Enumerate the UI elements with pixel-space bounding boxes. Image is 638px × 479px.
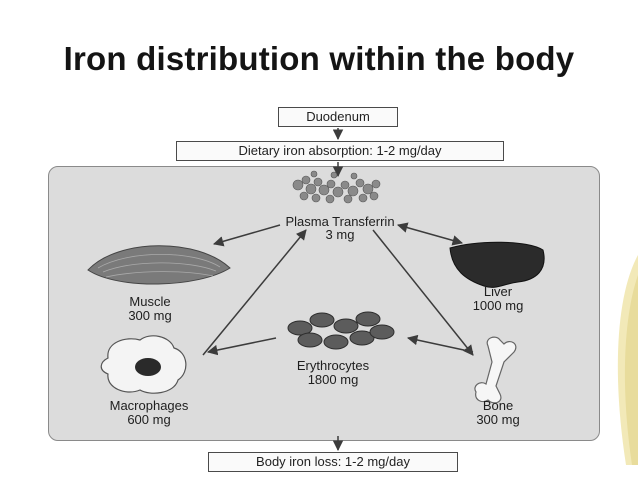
decorative-swoosh bbox=[617, 255, 638, 465]
erythrocytes-icon bbox=[287, 311, 395, 350]
arrow-transferrin-to-muscle bbox=[212, 224, 281, 247]
duodenum-box: Duodenum bbox=[278, 107, 398, 127]
macrophage-icon bbox=[100, 335, 187, 394]
arrow-transferrin-liver bbox=[396, 222, 464, 246]
bone-name: Bone bbox=[482, 398, 514, 413]
bone-amount: 300 mg bbox=[476, 412, 520, 427]
macrophages-name: Macrophages bbox=[109, 398, 189, 413]
transferrin-name: Plasma Transferrin bbox=[285, 214, 395, 229]
liver-name: Liver bbox=[483, 284, 513, 299]
transferrin-molecule-icon bbox=[292, 170, 381, 204]
arrow-macrophages-to-transferrin bbox=[202, 229, 307, 356]
liver-amount: 1000 mg bbox=[472, 298, 524, 313]
erythrocytes-amount: 1800 mg bbox=[307, 372, 359, 387]
erythrocytes-name: Erythrocytes bbox=[296, 358, 370, 373]
liver-icon bbox=[449, 241, 545, 288]
macrophages-amount: 600 mg bbox=[127, 412, 171, 427]
muscle-icon bbox=[87, 245, 231, 285]
muscle-amount: 300 mg bbox=[128, 308, 172, 323]
iron-loss-box: Body iron loss: 1-2 mg/day bbox=[208, 452, 458, 472]
diagram-graphics bbox=[87, 128, 545, 452]
muscle-name: Muscle bbox=[129, 294, 171, 309]
arrow-erythrocytes-to-macrophages bbox=[206, 337, 277, 356]
bone-icon bbox=[474, 336, 517, 404]
body-compartment-panel bbox=[48, 166, 600, 441]
arrow-bone-to-erythrocytes bbox=[406, 334, 474, 353]
iron-distribution-diagram: Duodenum Dietary iron absorption: 1-2 mg… bbox=[48, 100, 608, 479]
transferrin-amount: 3 mg bbox=[325, 227, 355, 242]
slide-title: Iron distribution within the body bbox=[63, 40, 575, 77]
arrow-transferrin-to-bone bbox=[372, 229, 474, 356]
absorption-box: Dietary iron absorption: 1-2 mg/day bbox=[176, 141, 504, 161]
